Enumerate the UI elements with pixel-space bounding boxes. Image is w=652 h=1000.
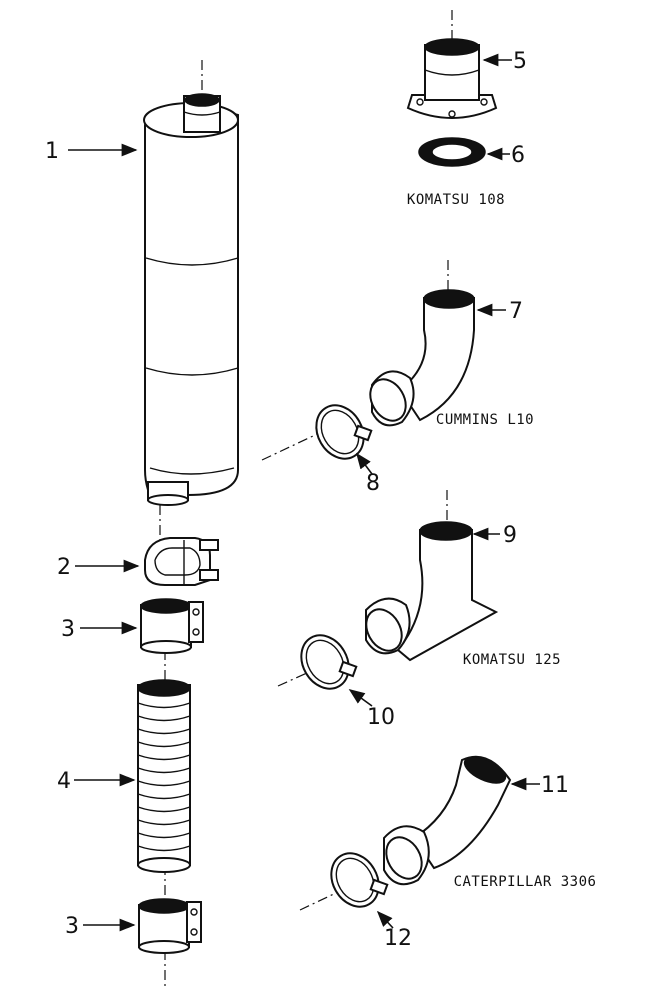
callout-1: 1 xyxy=(45,139,59,164)
u-bolt-clamp xyxy=(144,537,219,586)
muffler xyxy=(143,102,239,506)
band-clamp-upper xyxy=(140,598,204,654)
callout-8: 8 xyxy=(366,471,380,496)
leader-8 xyxy=(356,452,373,475)
callout-9: 9 xyxy=(503,523,517,548)
v-band-clamp-cummins xyxy=(261,404,373,461)
callout-2: 2 xyxy=(57,555,71,580)
gasket-ring xyxy=(418,137,486,167)
caption-cummins-l10: CUMMINS L10 xyxy=(436,412,534,428)
callout-5: 5 xyxy=(513,49,527,74)
callout-11: 11 xyxy=(541,773,569,798)
callout-3-lower: 3 xyxy=(65,914,79,939)
band-clamp-lower xyxy=(138,898,202,954)
leader-12 xyxy=(376,910,394,929)
callout-3-upper: 3 xyxy=(61,617,75,642)
callout-6: 6 xyxy=(511,143,525,168)
flanged-adapter xyxy=(406,10,498,119)
callout-7: 7 xyxy=(509,299,523,324)
caption-komatsu-108: KOMATSU 108 xyxy=(407,192,505,208)
muffler-inlet-pipe xyxy=(183,93,221,133)
v-band-clamp-komatsu-125 xyxy=(277,634,358,690)
flexible-hose xyxy=(137,679,191,873)
v-band-clamp-caterpillar xyxy=(299,852,389,911)
elbow-komatsu-125 xyxy=(365,490,499,662)
leader-10 xyxy=(348,689,373,707)
elbow-caterpillar xyxy=(383,755,512,886)
callout-10: 10 xyxy=(367,705,395,730)
caption-komatsu-125: KOMATSU 125 xyxy=(463,652,561,668)
callout-12: 12 xyxy=(384,926,412,951)
callout-4: 4 xyxy=(57,769,71,794)
elbow-cummins xyxy=(369,260,475,427)
caption-caterpillar-3306: CATERPILLAR 3306 xyxy=(454,874,597,890)
